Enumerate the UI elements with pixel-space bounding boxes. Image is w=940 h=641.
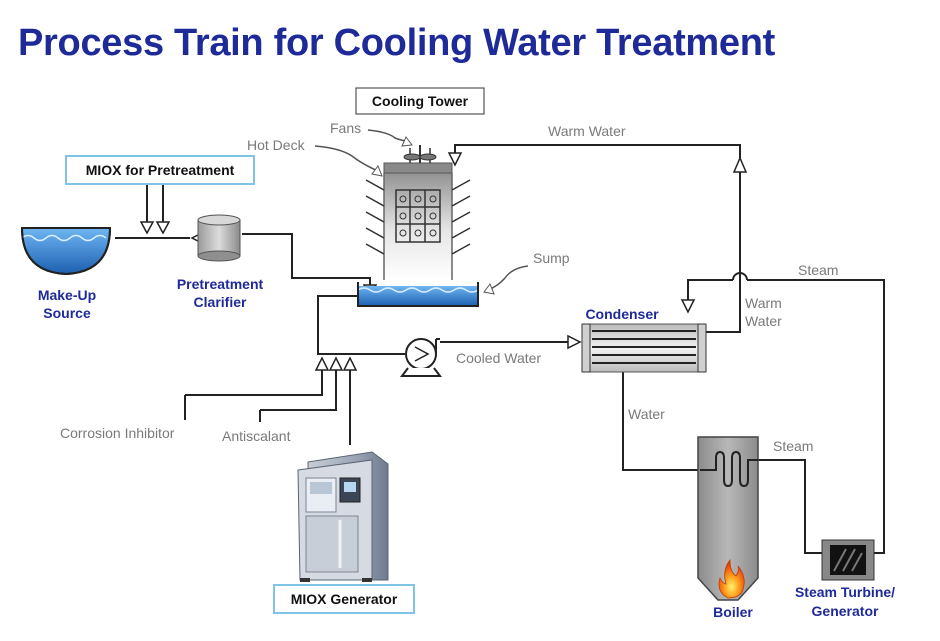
miox-generator-machine xyxy=(297,451,389,582)
boiler-label: Boiler xyxy=(713,604,753,620)
miox-pretreatment-callout: MIOX for Pretreatment xyxy=(65,155,255,185)
steam-boiler-label: Steam xyxy=(773,438,813,454)
cooling-tower xyxy=(365,162,471,280)
cooled-water-label: Cooled Water xyxy=(456,350,541,366)
fans-label: Fans xyxy=(330,120,361,136)
flame-icon xyxy=(718,558,745,599)
corrosion-inhibitor-label: Corrosion Inhibitor xyxy=(60,425,175,441)
pretreatment-clarifier-tank xyxy=(197,214,241,262)
boiler-unit xyxy=(697,436,759,601)
page-title: Process Train for Cooling Water Treatmen… xyxy=(18,22,776,64)
cooling-tower-callout: Cooling Tower xyxy=(355,87,485,115)
sump-basin xyxy=(357,282,479,307)
water-label: Water xyxy=(628,406,665,422)
miox-generator-label: MIOX Generator xyxy=(291,591,398,607)
sump-label: Sump xyxy=(533,250,570,266)
leader-lines xyxy=(314,129,529,295)
make-up-source-basin xyxy=(20,227,112,276)
warm-water-right-label-line1: Warm xyxy=(745,295,782,311)
cooling-tower-label: Cooling Tower xyxy=(372,93,469,109)
make-up-source-label-line2: Source xyxy=(43,305,91,321)
pretreatment-clarifier-label-line1: Pretreatment xyxy=(177,276,264,292)
steam-turbine-label-line2: Generator xyxy=(812,603,879,619)
fan-icon xyxy=(403,145,437,163)
antiscalant-label: Antiscalant xyxy=(222,428,291,444)
pump-icon xyxy=(400,338,442,377)
make-up-source-label-line1: Make-Up xyxy=(38,287,96,303)
warm-water-right-label-line2: Water xyxy=(745,313,782,329)
steam-top-label: Steam xyxy=(798,262,838,278)
pipes xyxy=(115,144,885,554)
steam-turbine-label-line1: Steam Turbine/ xyxy=(795,584,895,600)
hot-deck-label: Hot Deck xyxy=(247,137,306,153)
warm-water-top-label: Warm Water xyxy=(548,123,626,139)
condenser-unit xyxy=(581,323,707,373)
pretreatment-clarifier-label-line2: Clarifier xyxy=(194,294,247,310)
miox-generator-callout: MIOX Generator xyxy=(273,584,415,614)
condenser-label: Condenser xyxy=(585,306,659,322)
miox-pretreatment-label: MIOX for Pretreatment xyxy=(86,162,235,178)
steam-turbine-unit xyxy=(821,539,875,581)
